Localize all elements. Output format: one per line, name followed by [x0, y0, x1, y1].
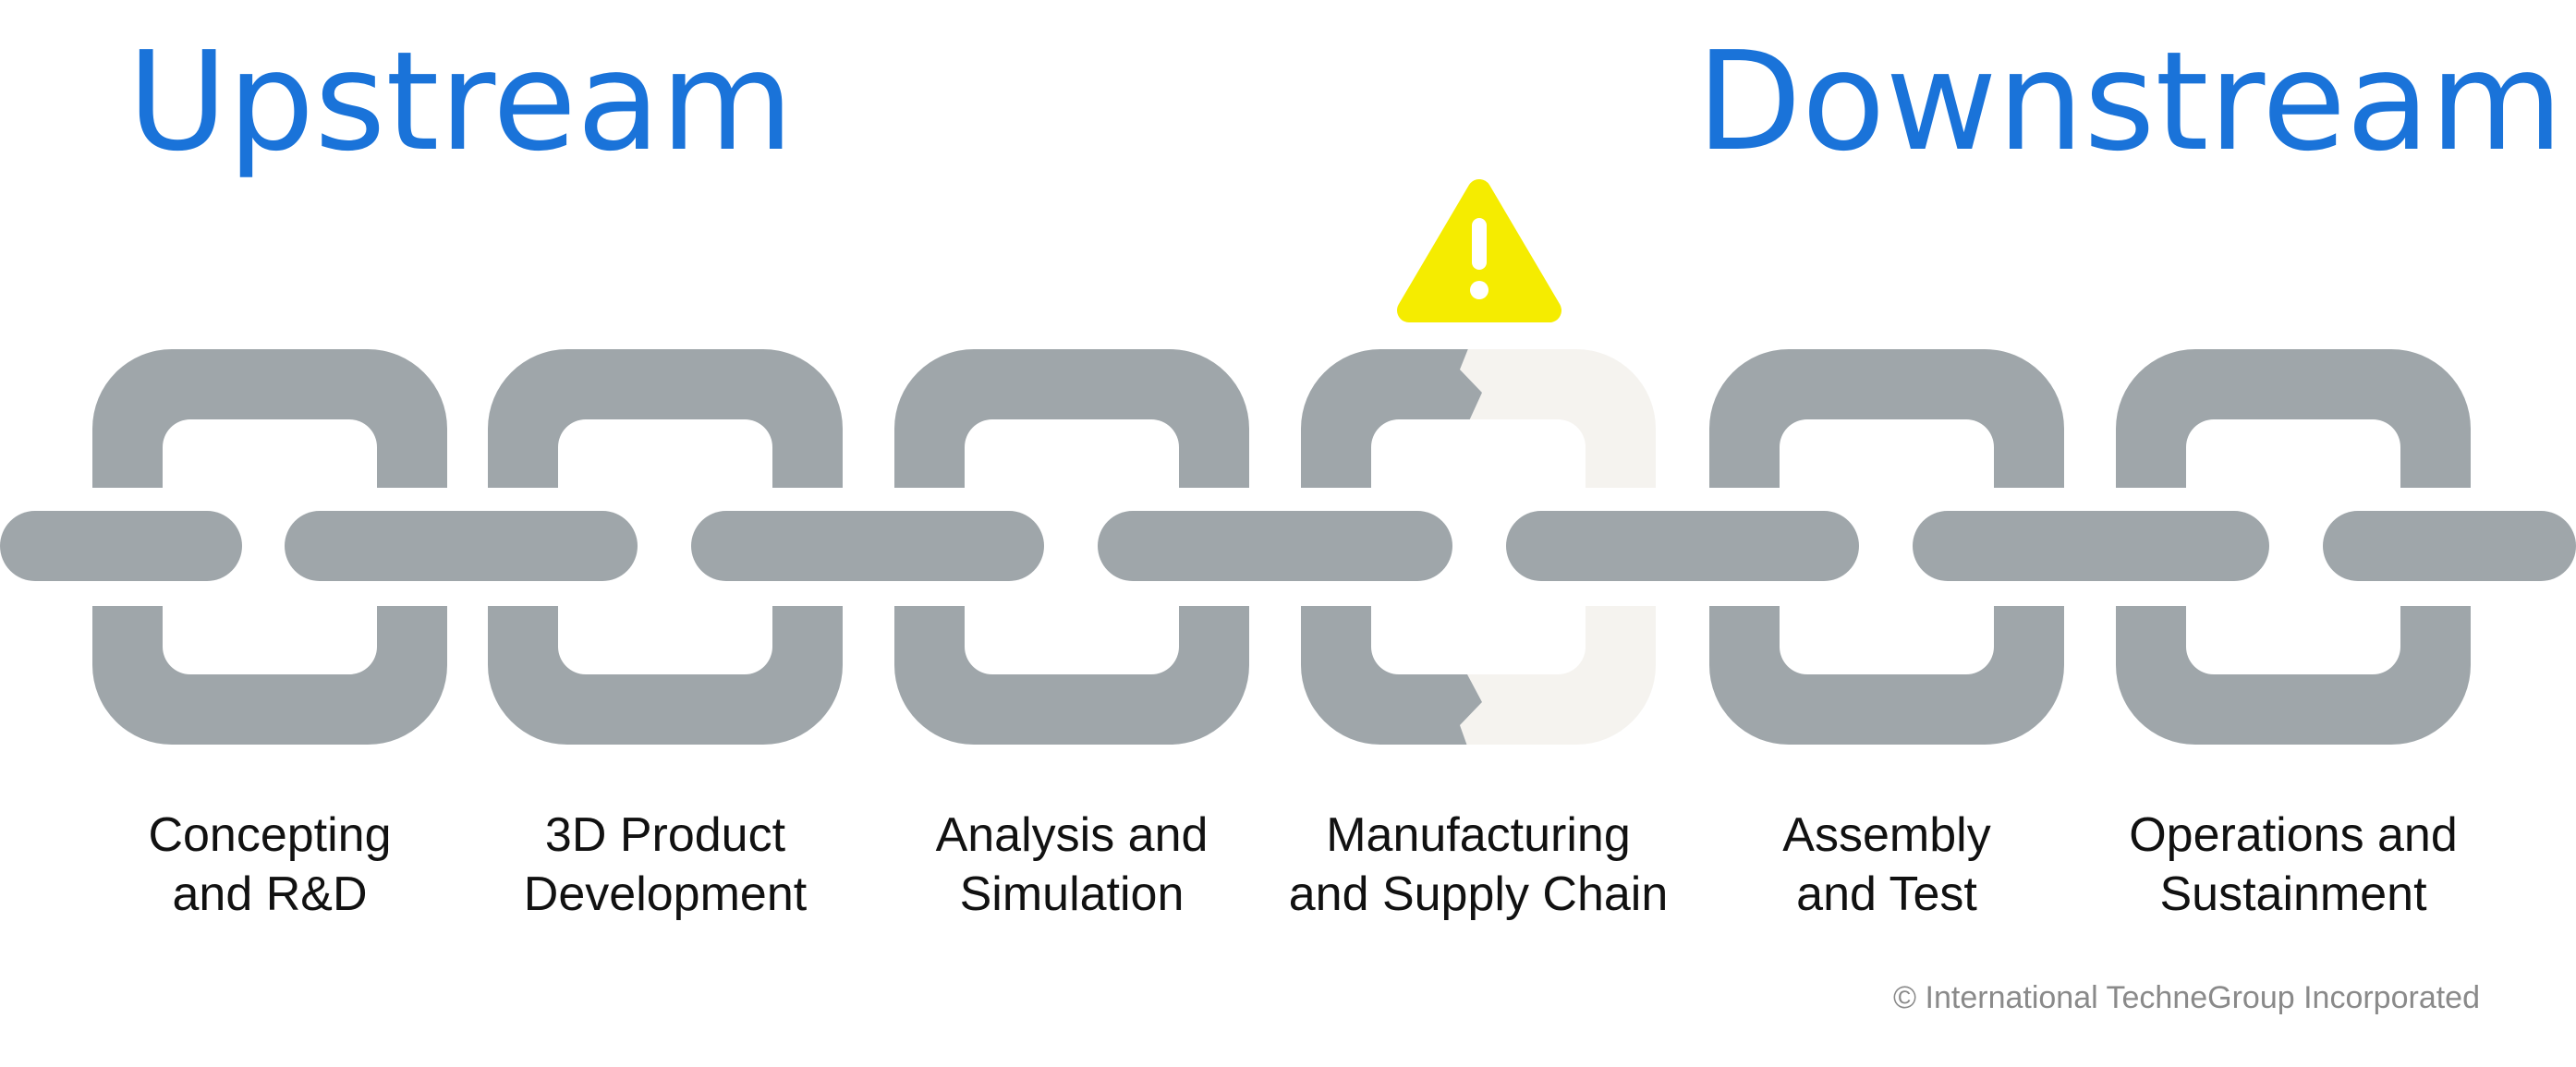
stage-label-line-1: Assembly [1782, 808, 1991, 862]
chain-link [894, 349, 1249, 745]
stage-label-line-1: Concepting [148, 808, 392, 862]
stage-label-line-2: Sustainment [2159, 867, 2427, 921]
chain-link [2116, 349, 2471, 745]
chain-link [488, 349, 843, 745]
stage-label-line-1: Analysis and [935, 808, 1209, 862]
stage-label-line-2: Simulation [959, 867, 1185, 921]
copyright-notice: © International TechneGroup Incorporated [1893, 980, 2480, 1015]
stage-label-line-1: 3D Product [544, 808, 786, 862]
warning-triangle-icon [1397, 179, 1561, 322]
chain-bar [1098, 511, 1452, 581]
chain-link [1301, 349, 1656, 745]
stage-label-line-2: and Test [1796, 867, 1977, 921]
chain-bar [285, 511, 638, 581]
chain-bar [0, 511, 242, 581]
stage-label-line-2: and R&D [172, 867, 368, 921]
stage-label-line-2: Development [523, 867, 808, 921]
chain-link [92, 349, 447, 745]
chain-link [1709, 349, 2064, 745]
stage-label-line-1: Operations and [2129, 808, 2458, 862]
chain-bar [2323, 511, 2576, 581]
chain-bar [691, 511, 1044, 581]
stage-label-line-2: and Supply Chain [1288, 867, 1669, 921]
chain-bar [1913, 511, 2269, 581]
chain-bar [1506, 511, 1859, 581]
upstream-heading: Upstream [128, 22, 794, 181]
downstream-heading: Downstream [1696, 22, 2564, 181]
stage-label-line-1: Manufacturing [1326, 808, 1631, 862]
